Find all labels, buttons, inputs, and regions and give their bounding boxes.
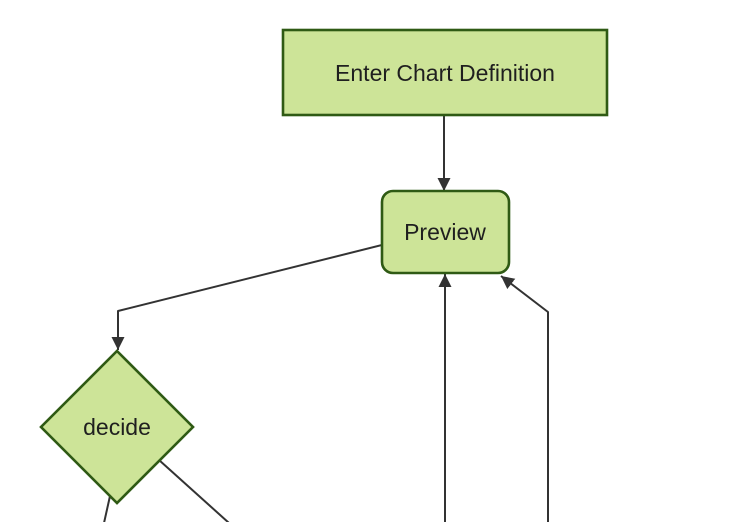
preview-label: Preview [404, 219, 486, 245]
node-enter-chart-definition: Enter Chart Definition [281, 28, 609, 117]
decide-diamond [39, 349, 195, 505]
edge-bottom-right-to-preview [500, 275, 549, 522]
edge-decide-to-offscreen-right [158, 459, 230, 522]
node-preview: Preview [380, 189, 511, 275]
edge-decide-to-offscreen-left [103, 495, 111, 522]
decide-label: decide [83, 414, 151, 440]
node-decide: decide [39, 349, 195, 505]
enter-chart-definition-box [281, 28, 609, 117]
preview-box [380, 189, 511, 275]
edge-layer [103, 115, 549, 522]
enter-chart-definition-label: Enter Chart Definition [335, 60, 555, 86]
edge-preview-to-decide [111, 244, 383, 350]
